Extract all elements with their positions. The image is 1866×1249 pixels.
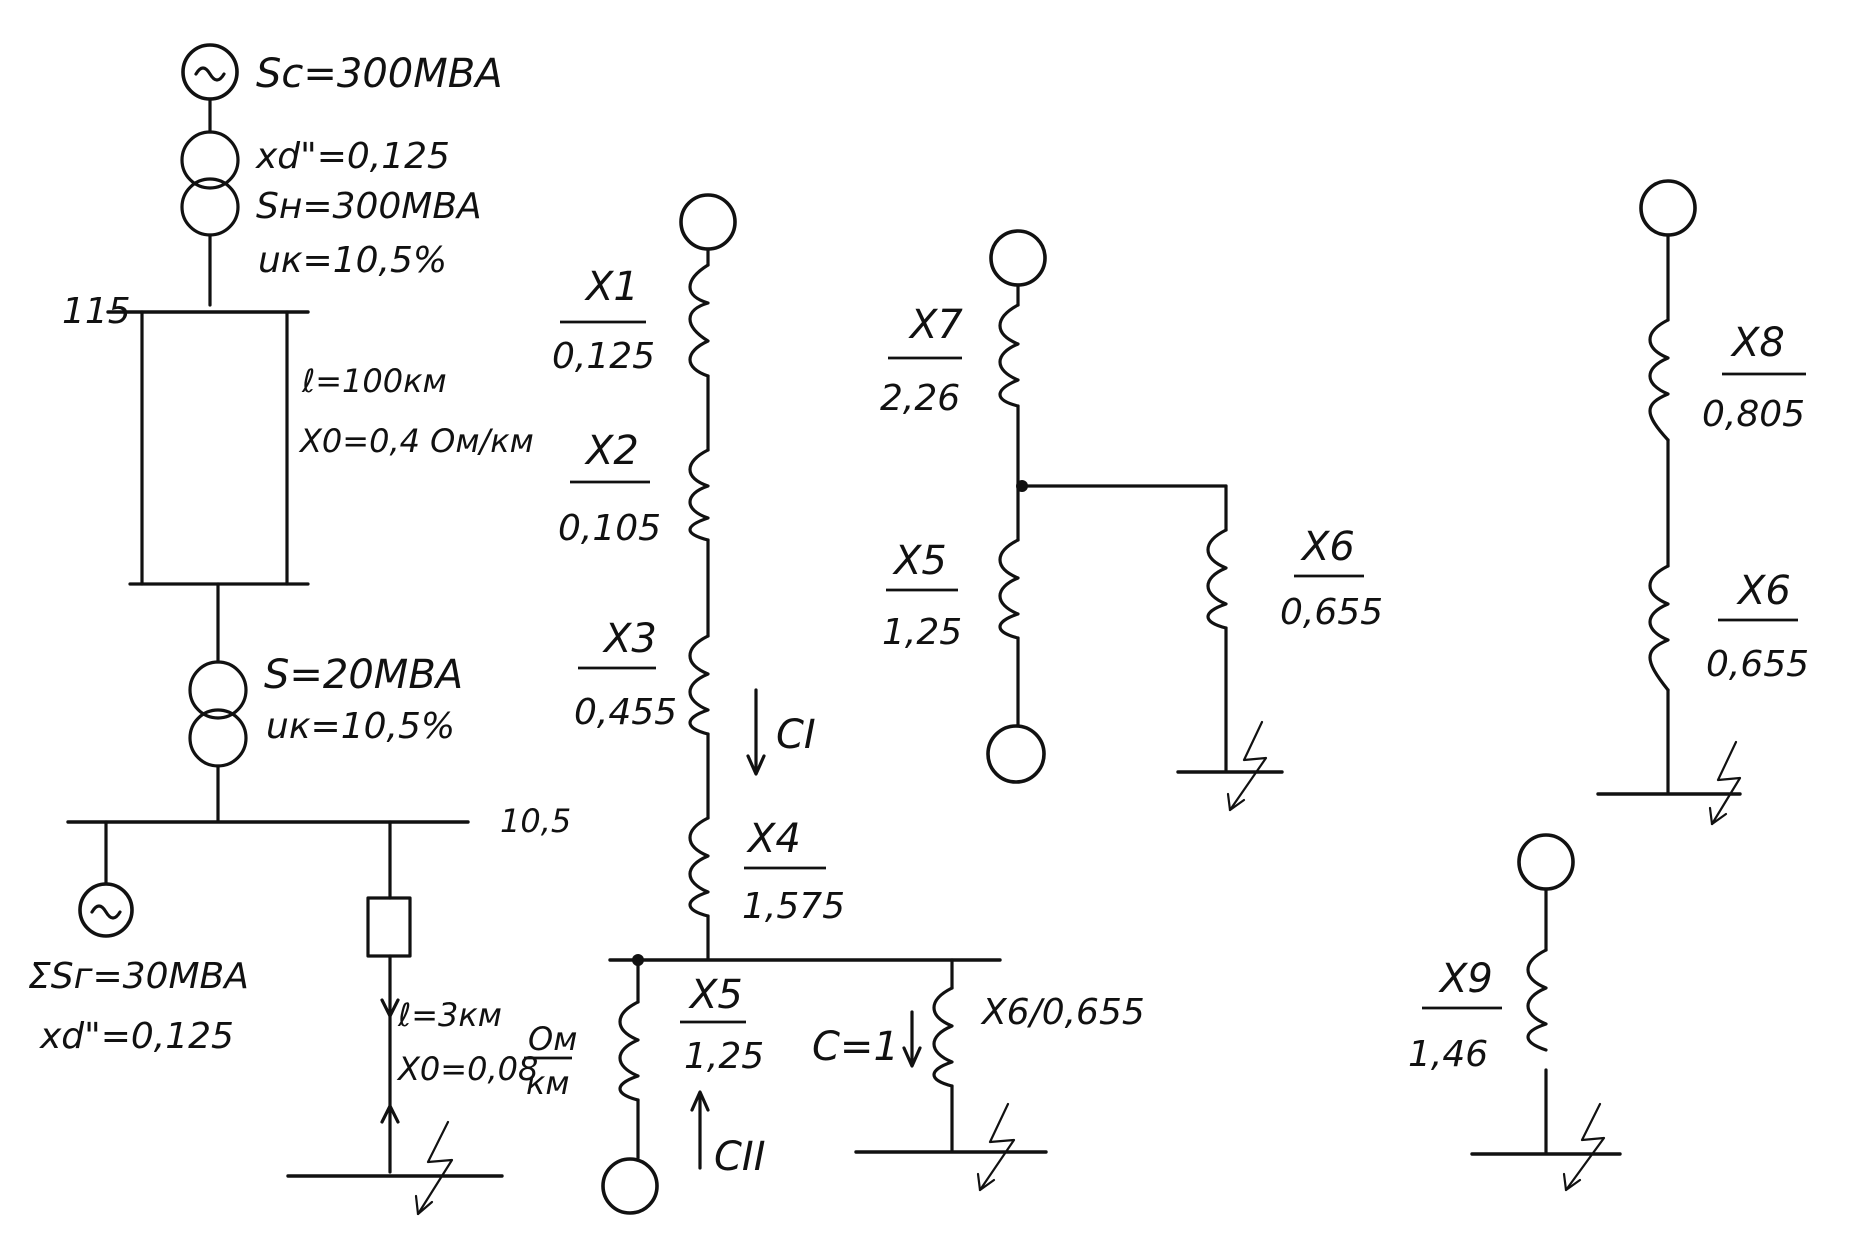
reactance-x8 [1648,318,1670,442]
cable-x0-unit-num: Ом [528,1020,577,1058]
original-scheme: Sc=300MBA xd"=0,125 Sн=300MBA uк=10,5% 1… [28,43,577,1216]
x1-name: X1 [584,264,639,310]
reactance-x5 [998,538,1020,640]
current-cii-label: CII [714,1134,766,1180]
fault-lightning-icon [416,1120,454,1216]
reactance-x6 [1648,564,1670,692]
bus-115-label: 115 [62,291,131,332]
source-icon [1517,833,1575,891]
x6-value: 0,655 [1280,592,1383,633]
x6-value: 0,655 [1706,644,1809,685]
x3-name: X3 [602,616,657,662]
bus-10-5-label: 10,5 [500,802,571,840]
x5-name: X5 [688,972,743,1018]
source-icon [679,193,737,251]
transformer1-uk-label: uк=10,5% [258,240,447,281]
equivalent-scheme-1: X1 0,125 X2 0,105 X3 0,455 CI X4 1,575 X… [552,193,1145,1215]
reactance-x2 [688,448,710,542]
reactance-x4 [688,816,710,918]
cable-x0-unit-den: км [526,1064,569,1102]
reactance-x6 [1206,528,1228,630]
x4-name: X4 [746,816,801,862]
cable-length-label: ℓ=3км [397,996,502,1034]
reactance-x3 [688,634,710,736]
x5-value: 1,25 [684,1036,764,1077]
fault-lightning-icon [1710,740,1742,826]
cable-x0-label: X0=0,08 [396,1050,538,1088]
x9-value: 1,46 [1408,1034,1488,1075]
transformer2-uk-label: uк=10,5% [266,706,455,747]
transformer2-power-label: S=20MBA [264,652,463,698]
source-icon [1639,179,1697,237]
reactance-x1 [688,263,710,378]
current-ci-label: CI [776,712,816,758]
generators-xd-label: xd"=0,125 [39,1016,234,1057]
reactance-x5 [618,1000,640,1102]
x4-value: 1,575 [742,886,845,927]
x1-value: 0,125 [552,336,655,377]
x6-name: X6 [1300,524,1355,570]
equivalent-scheme-2: X7 2,26 X5 1,25 X6 0,655 [880,229,1383,812]
reactor-icon [366,896,412,958]
x2-value: 0,105 [558,508,661,549]
x5-value: 1,25 [882,612,962,653]
sine-icon [194,66,226,82]
x8-value: 0,805 [1702,394,1805,435]
sine-icon [90,904,122,920]
line-x0-label: X0=0,4 Ом/км [298,422,534,460]
line-length-label: ℓ=100км [301,362,447,400]
x6-label: X6/0,655 [980,992,1145,1033]
transformer-winding-icon [188,660,248,720]
generators-power-label: ΣSг=30MBA [28,956,249,997]
transformer-winding-icon [180,130,240,190]
fault-lightning-icon [1228,720,1268,812]
equivalent-scheme-3: X8 0,805 X6 0,655 [1596,179,1809,826]
equivalent-scheme-4: X9 1,46 [1408,833,1622,1192]
x7-name: X7 [908,302,963,348]
x2-name: X2 [584,428,639,474]
c-equal-label: C=1 [812,1024,899,1070]
x8-name: X8 [1730,320,1785,366]
x6-name: X6 [1736,568,1791,614]
x9-name: X9 [1438,956,1493,1002]
transformer1-power-label: Sн=300MBA [256,186,482,227]
source-icon [601,1157,659,1215]
system-xd-label: xd"=0,125 [255,136,450,177]
fault-lightning-icon [1564,1102,1606,1192]
fault-lightning-icon [978,1102,1016,1192]
reactance-x6 [932,986,954,1088]
source-icon [989,229,1047,287]
system-power-label: Sc=300MBA [256,51,503,97]
reactance-x9 [1526,948,1548,1052]
x7-value: 2,26 [880,378,960,419]
x3-value: 0,455 [574,692,677,733]
reactance-x7 [998,303,1020,408]
x5-name: X5 [892,538,947,584]
source-icon [986,724,1046,784]
